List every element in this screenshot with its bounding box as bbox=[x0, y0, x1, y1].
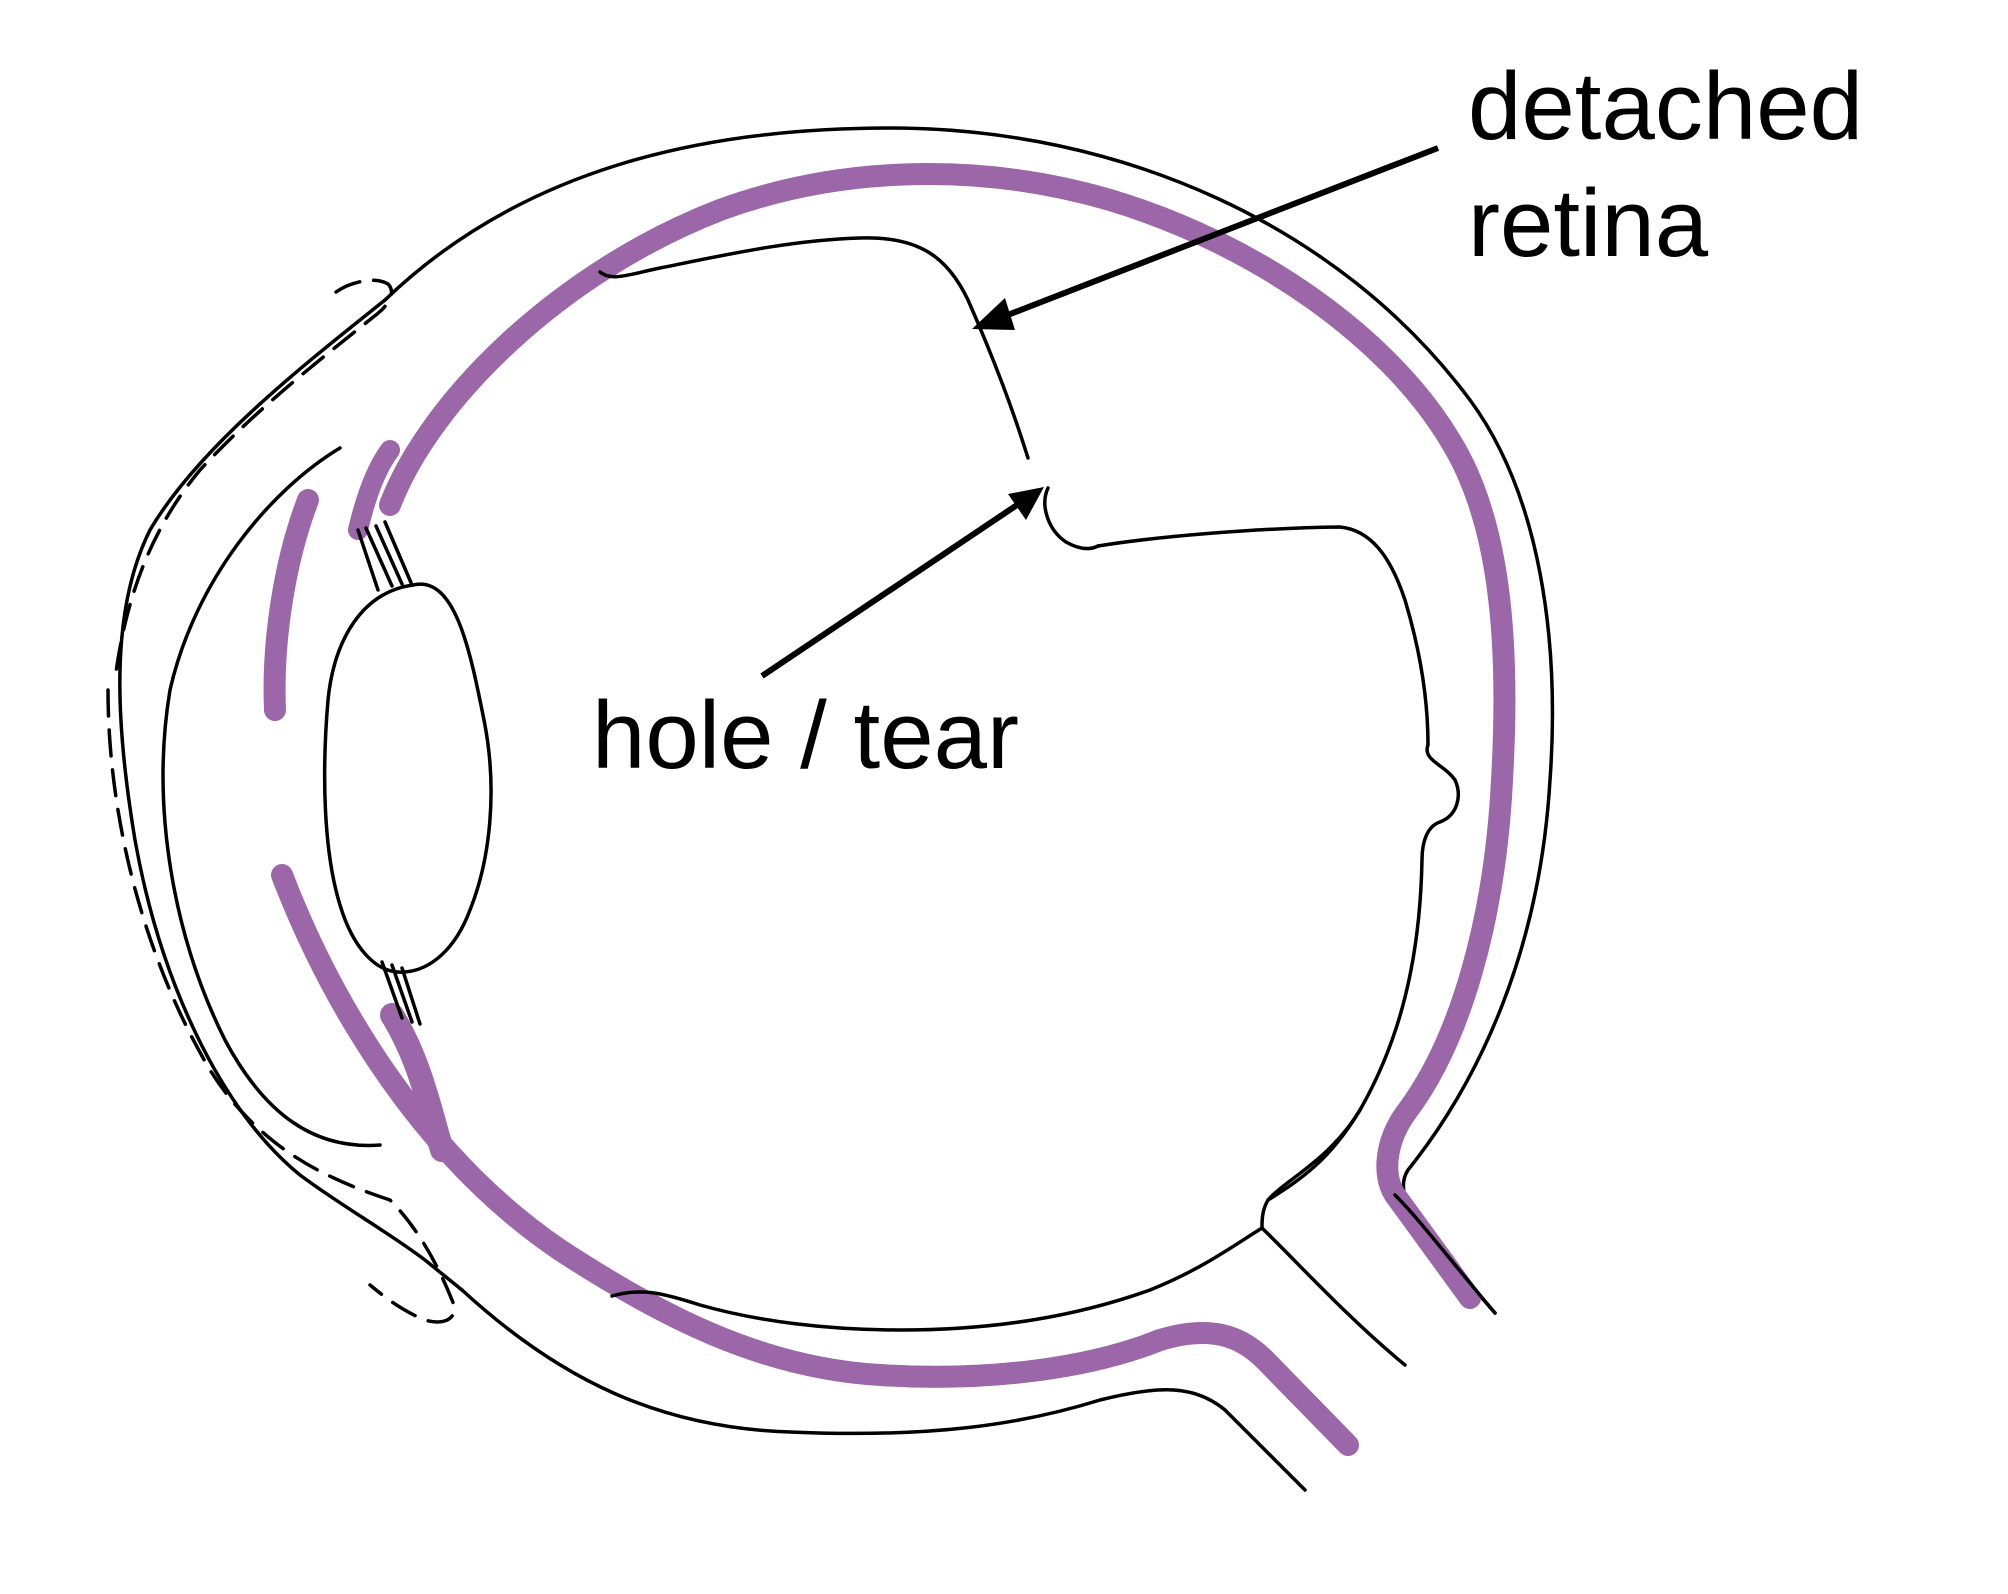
sclera-lower-outline bbox=[460, 1288, 1307, 1492]
labels: detached retina hole / tear bbox=[592, 53, 1863, 789]
label-hole-tear: hole / tear bbox=[592, 682, 1019, 789]
ciliary-body-upper bbox=[348, 440, 400, 540]
zonule-fiber bbox=[383, 520, 414, 587]
optic-nerve-inner-lower bbox=[1260, 1226, 1407, 1367]
iris-upper bbox=[263, 489, 319, 721]
eyelid bbox=[106, 278, 456, 1324]
detached-retina-flap bbox=[598, 236, 1030, 460]
retina-attached-posterior bbox=[1096, 525, 1460, 1230]
cornea-inner-outline bbox=[161, 446, 382, 1148]
choroid-layer bbox=[263, 163, 1516, 1456]
label-detached-line1: detached bbox=[1468, 53, 1863, 160]
pointer-arrows bbox=[760, 145, 1440, 679]
detached-retina-arrow-line bbox=[998, 145, 1440, 321]
cornea-outer-outline bbox=[118, 298, 464, 1292]
zonule-fiber bbox=[374, 524, 404, 586]
hole-tear-arrow-line bbox=[760, 500, 1022, 679]
zonule-fibers bbox=[356, 520, 422, 1026]
hole-tear-arrowhead bbox=[1008, 487, 1044, 520]
retina-edge-at-tear bbox=[1043, 486, 1100, 551]
zonule-fiber bbox=[356, 528, 380, 592]
optic-nerve bbox=[1393, 1193, 1497, 1315]
sclera-outer-outline bbox=[383, 126, 1555, 1315]
choroid-upper-arc bbox=[379, 163, 1516, 1309]
lens-outline bbox=[322, 582, 493, 974]
choroid-lower-arc bbox=[271, 864, 1359, 1456]
zonule-fiber bbox=[364, 526, 394, 588]
lens-group bbox=[322, 520, 493, 1026]
sclera bbox=[118, 126, 1555, 1492]
optic-nerve-outline-upper bbox=[1393, 1193, 1497, 1315]
upper-eyelid-outline bbox=[113, 278, 394, 682]
zonule-fiber bbox=[390, 963, 414, 1024]
lower-eyelid-outline bbox=[106, 688, 456, 1324]
label-retina-line2: retina bbox=[1468, 170, 1709, 277]
zonule-fiber bbox=[400, 966, 422, 1026]
ciliary-body-lower bbox=[380, 1003, 454, 1162]
zonule-fiber bbox=[380, 960, 404, 1020]
optic-nerve-inner-upper bbox=[1266, 1108, 1362, 1202]
detached-retina-arrowhead bbox=[972, 298, 1015, 330]
retina bbox=[598, 236, 1460, 1367]
retina-lower-curve bbox=[610, 1226, 1264, 1332]
